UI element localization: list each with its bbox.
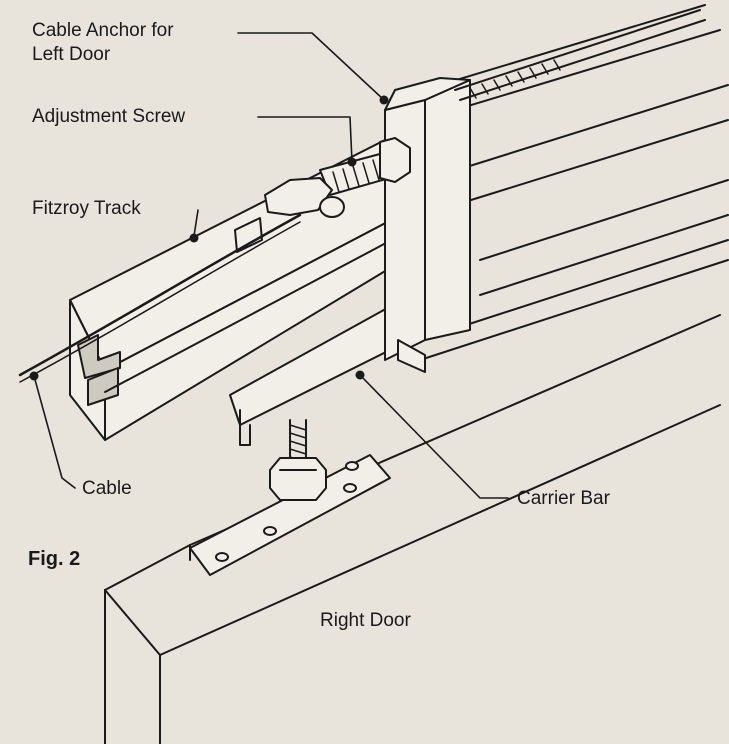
leader-dots [29,95,389,381]
cable-line [18,213,302,383]
label-carrier-bar: Carrier Bar [517,488,610,509]
label-right-door: Right Door [320,610,411,631]
adjustment-screw-shape [234,137,411,253]
leader-lines [33,32,509,499]
figure-number: Fig. 2 [28,548,81,570]
mounting-plate [189,454,391,576]
threaded-rod [454,9,706,101]
anchor-bracket [384,77,471,373]
label-cable-anchor-line1: Cable Anchor for [32,20,174,41]
hanger-bolt [269,419,327,501]
label-fitzroy-track: Fitzroy Track [32,198,141,219]
right-door [104,314,721,744]
label-cable: Cable [82,478,132,499]
label-cable-anchor-line2: Left Door [32,44,111,65]
label-adjustment-screw: Adjustment Screw [32,106,186,127]
